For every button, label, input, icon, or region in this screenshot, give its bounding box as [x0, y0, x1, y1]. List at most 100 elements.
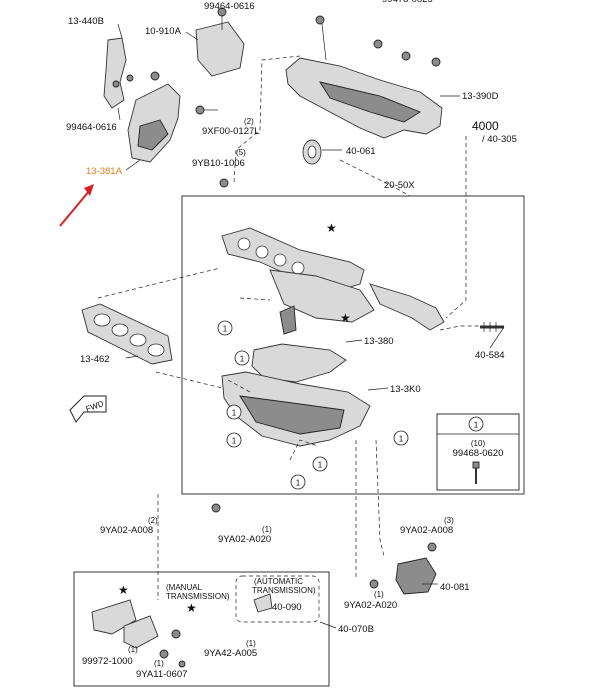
- label-9ya02-a020-bottom: 9YA02-A020: [344, 600, 397, 611]
- assembly-20-50x-frame: [181, 195, 525, 495]
- gasket-port-1: [93, 313, 111, 327]
- manifold-port-4: [291, 261, 305, 275]
- label-20-50x: 20-50X: [384, 180, 415, 191]
- bolt-99972-1000: [159, 649, 169, 659]
- label-99972-1000: 99972-1000: [82, 656, 133, 667]
- star-marker-icon: ★: [186, 601, 197, 615]
- gasket-ring-hole: [307, 145, 317, 159]
- callout-text: 1: [296, 479, 301, 488]
- manifold-port-1: [237, 237, 251, 251]
- gasket-port-3: [129, 333, 147, 347]
- label-9yb10-1006: 9YB10-1006: [192, 158, 245, 169]
- qty-9ya02-right: (3): [444, 516, 454, 525]
- leader: [117, 23, 123, 39]
- leader: [319, 621, 337, 629]
- bracket-40-070b-frame: [73, 571, 330, 687]
- label-99464-0616-mid: 99464-0616: [66, 122, 117, 133]
- callout-circle: [234, 350, 250, 366]
- label-13-381a-highlight: 13-381A: [86, 166, 123, 177]
- bolt-99468-0620-head: [472, 461, 480, 469]
- label-13-390d: 13-390D: [462, 91, 499, 102]
- automatic-transmission-box: [235, 575, 320, 623]
- dashed-path: [289, 439, 319, 461]
- nut-9yb10-1006: [219, 178, 229, 188]
- bolt-99464-0616-left: [126, 74, 134, 82]
- leader: [367, 387, 389, 391]
- label-40-305: / 40-305: [482, 134, 517, 145]
- label-40-081: 40-081: [440, 582, 470, 593]
- callout-text: 1: [240, 355, 245, 364]
- label-99478-0825: 99478-0825: [382, 0, 433, 5]
- shield-inner-panel: [239, 395, 345, 435]
- label-9ya42-a005: 9YA42-A005: [204, 648, 257, 659]
- outlet-pipe: [369, 283, 445, 331]
- qty-9ya02-bottom: (1): [374, 590, 384, 599]
- bolt-99478-0825-c: [401, 51, 411, 61]
- bolt-9ya02-a008-right: [427, 542, 437, 552]
- bolt-99478-0825-d: [431, 57, 441, 67]
- label-40-090: 40-090: [272, 602, 302, 613]
- bracket-40-090: [253, 593, 273, 613]
- qty-9ya02-left: (2): [148, 516, 158, 525]
- manifold-bracket: [279, 305, 297, 335]
- nut-9ya11-0607: [178, 660, 186, 668]
- callout-text: 1: [232, 409, 237, 418]
- qty-9ya42: (1): [246, 639, 256, 648]
- label-13-440b: 13-440B: [68, 16, 104, 27]
- upper-heat-shield-13-380: [251, 343, 347, 383]
- gasket-port-2: [111, 323, 129, 337]
- dashed-path: [97, 267, 221, 299]
- callout-circle: [226, 404, 242, 420]
- star-marker-icon: ★: [326, 221, 337, 235]
- leader: [345, 339, 363, 343]
- heat-shield-bracket-13-440b: [103, 37, 127, 109]
- qty-9yb10: (5): [236, 148, 246, 157]
- callout-circle: [226, 432, 242, 448]
- callout-circle: [217, 320, 233, 336]
- bolt-9ya42-a005: [171, 629, 181, 639]
- label-9ya02-a008-left: 9YA02-A008: [100, 525, 153, 536]
- qty-9ya11: (1): [154, 659, 164, 668]
- qty-99468: (10): [471, 439, 486, 448]
- label-13-462: 13-462: [80, 354, 110, 365]
- callout-group: 1 1 1 1 1 1 1 1: [217, 320, 484, 490]
- dashed-path: [339, 159, 411, 197]
- callout-text: 1: [399, 435, 404, 444]
- label-10-910a: 10-910A: [145, 26, 182, 37]
- label-4000: 4000: [472, 119, 499, 133]
- dashed-path: [375, 439, 385, 557]
- bolt-hole: [112, 80, 120, 88]
- label-manual-transmission-2: TRANSMISSION): [166, 592, 230, 601]
- fastener-legend-box: [436, 413, 520, 491]
- hanger-bracket-40-081: [395, 557, 437, 595]
- callout-circle: [468, 416, 484, 432]
- qty-9ya02-mid: (1): [262, 525, 272, 534]
- star-marker-icon: ★: [340, 311, 351, 325]
- exhaust-manifold-flange: [221, 227, 365, 291]
- label-99464-0616-top: 99464-0616: [204, 1, 255, 12]
- dashed-path: [445, 136, 467, 319]
- label-99468-0620: 99468-0620: [453, 448, 504, 459]
- catalytic-converter-body: [269, 269, 375, 323]
- dashed-path: [233, 55, 301, 183]
- leader: [321, 23, 327, 61]
- label-13-380: 13-380: [364, 336, 394, 347]
- callout-circle: [393, 430, 409, 446]
- bolt-9ya02-a020-mid: [211, 503, 221, 513]
- callout-text: 1: [474, 421, 479, 430]
- label-9ya02-a020-mid: 9YA02-A020: [218, 534, 271, 545]
- callout-circle: [312, 456, 328, 472]
- fwd-arrow-icon: [69, 395, 107, 423]
- callout-text: 1: [232, 437, 237, 446]
- manifold-port-2: [255, 245, 269, 259]
- dashed-path: [155, 371, 223, 389]
- bolt-9xf00-0127l: [195, 105, 205, 115]
- label-9xf00-0127l: 9XF00-0127L: [202, 126, 260, 137]
- leader: [125, 355, 139, 359]
- label-automatic-transmission-1: (AUTOMATIC: [254, 577, 303, 586]
- bolt-99478-0825-b: [373, 39, 383, 49]
- bolt-9ya02-a020-bottom: [369, 579, 379, 589]
- label-automatic-transmission-2: TRANSMISSION): [252, 586, 316, 595]
- dashed-path: [239, 297, 271, 301]
- qty-9xf00: (2): [244, 117, 254, 126]
